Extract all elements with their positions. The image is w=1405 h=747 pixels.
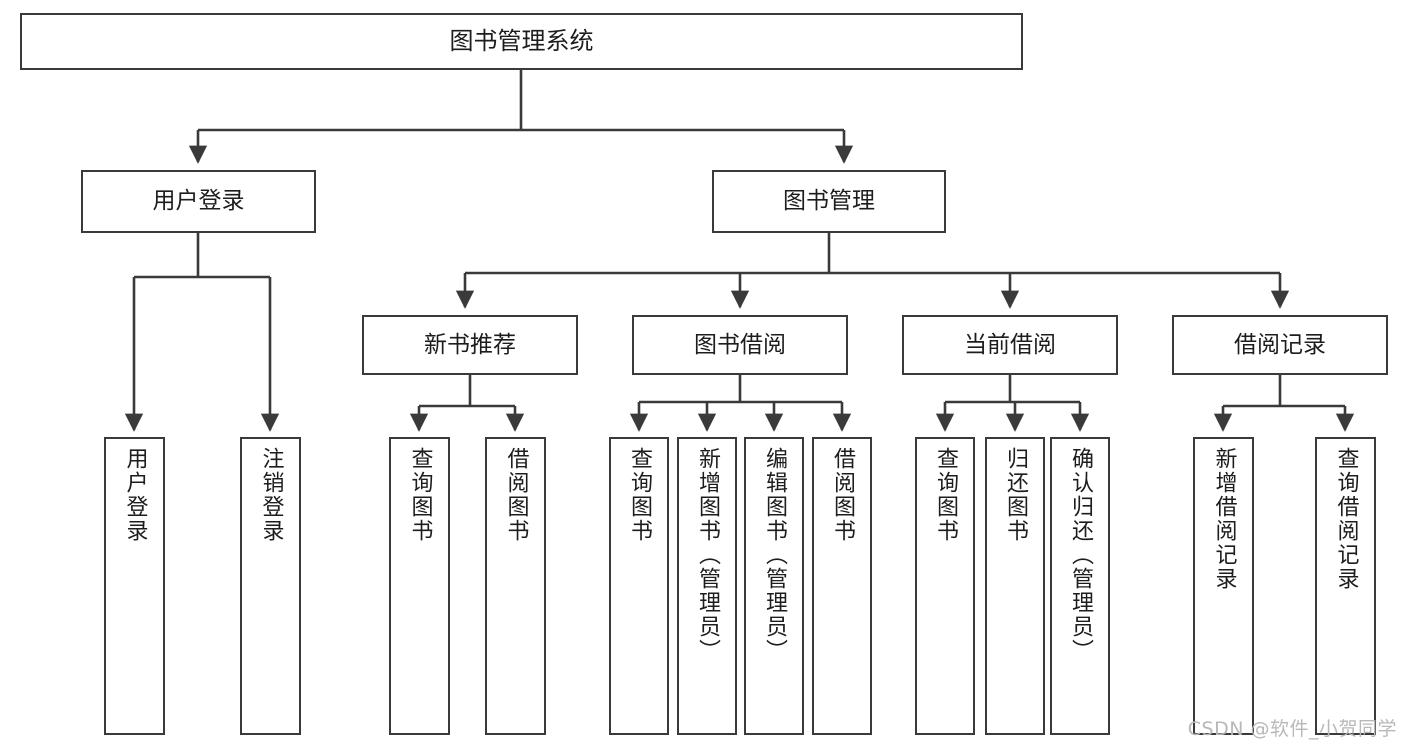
node-leaf-edit-book[interactable]: 编辑图书（管理员） <box>744 437 804 735</box>
node-leaf-confirm-return[interactable]: 确认归还（管理员） <box>1050 437 1110 735</box>
node-user-login-label: 用户登录 <box>152 188 245 215</box>
node-new-book-recommend[interactable]: 新书推荐 <box>362 315 578 375</box>
node-leaf-confirm-return-label: 确认归还（管理员） <box>1068 447 1093 663</box>
node-book-borrow-label: 图书借阅 <box>694 331 786 358</box>
node-leaf-add-record[interactable]: 新增借阅记录 <box>1193 437 1254 735</box>
node-new-book-recommend-label: 新书推荐 <box>424 331 516 358</box>
node-leaf-add-record-label: 新增借阅记录 <box>1211 447 1237 591</box>
node-leaf-logout-label: 注销登录 <box>258 447 284 543</box>
node-current-borrow[interactable]: 当前借阅 <box>902 315 1118 375</box>
node-leaf-borrow-book-2-label: 借阅图书 <box>830 447 855 543</box>
node-borrow-record-label: 借阅记录 <box>1234 331 1326 358</box>
node-leaf-borrow-book-1[interactable]: 借阅图书 <box>485 437 546 735</box>
node-leaf-query-book-2-label: 查询图书 <box>627 447 652 543</box>
node-book-manage-label: 图书管理 <box>783 188 875 215</box>
node-book-manage[interactable]: 图书管理 <box>712 170 946 233</box>
csdn-watermark: CSDN @软件_小贺同学 <box>1187 718 1397 740</box>
node-leaf-query-record[interactable]: 查询借阅记录 <box>1315 437 1376 735</box>
node-leaf-borrow-book-1-label: 借阅图书 <box>503 447 529 543</box>
node-leaf-user-login-label: 用户登录 <box>122 447 148 543</box>
node-leaf-add-book-label: 新增图书（管理员） <box>695 447 720 663</box>
node-borrow-record[interactable]: 借阅记录 <box>1172 315 1388 375</box>
node-leaf-borrow-book-2[interactable]: 借阅图书 <box>812 437 872 735</box>
node-leaf-query-record-label: 查询借阅记录 <box>1333 447 1359 591</box>
node-leaf-return-book-label: 归还图书 <box>1003 447 1028 543</box>
node-user-login[interactable]: 用户登录 <box>81 170 316 233</box>
node-leaf-user-login[interactable]: 用户登录 <box>104 437 165 735</box>
node-leaf-add-book[interactable]: 新增图书（管理员） <box>677 437 737 735</box>
node-book-borrow[interactable]: 图书借阅 <box>632 315 848 375</box>
node-leaf-query-book-3[interactable]: 查询图书 <box>915 437 975 735</box>
node-leaf-query-book-3-label: 查询图书 <box>933 447 958 543</box>
node-root-label: 图书管理系统 <box>449 26 594 55</box>
node-leaf-logout[interactable]: 注销登录 <box>240 437 301 735</box>
node-current-borrow-label: 当前借阅 <box>964 331 1056 358</box>
node-leaf-query-book-1[interactable]: 查询图书 <box>389 437 450 735</box>
node-leaf-edit-book-label: 编辑图书（管理员） <box>762 447 787 663</box>
node-root[interactable]: 图书管理系统 <box>20 13 1023 70</box>
node-leaf-return-book[interactable]: 归还图书 <box>985 437 1045 735</box>
node-leaf-query-book-2[interactable]: 查询图书 <box>609 437 669 735</box>
node-leaf-query-book-1-label: 查询图书 <box>407 447 433 543</box>
